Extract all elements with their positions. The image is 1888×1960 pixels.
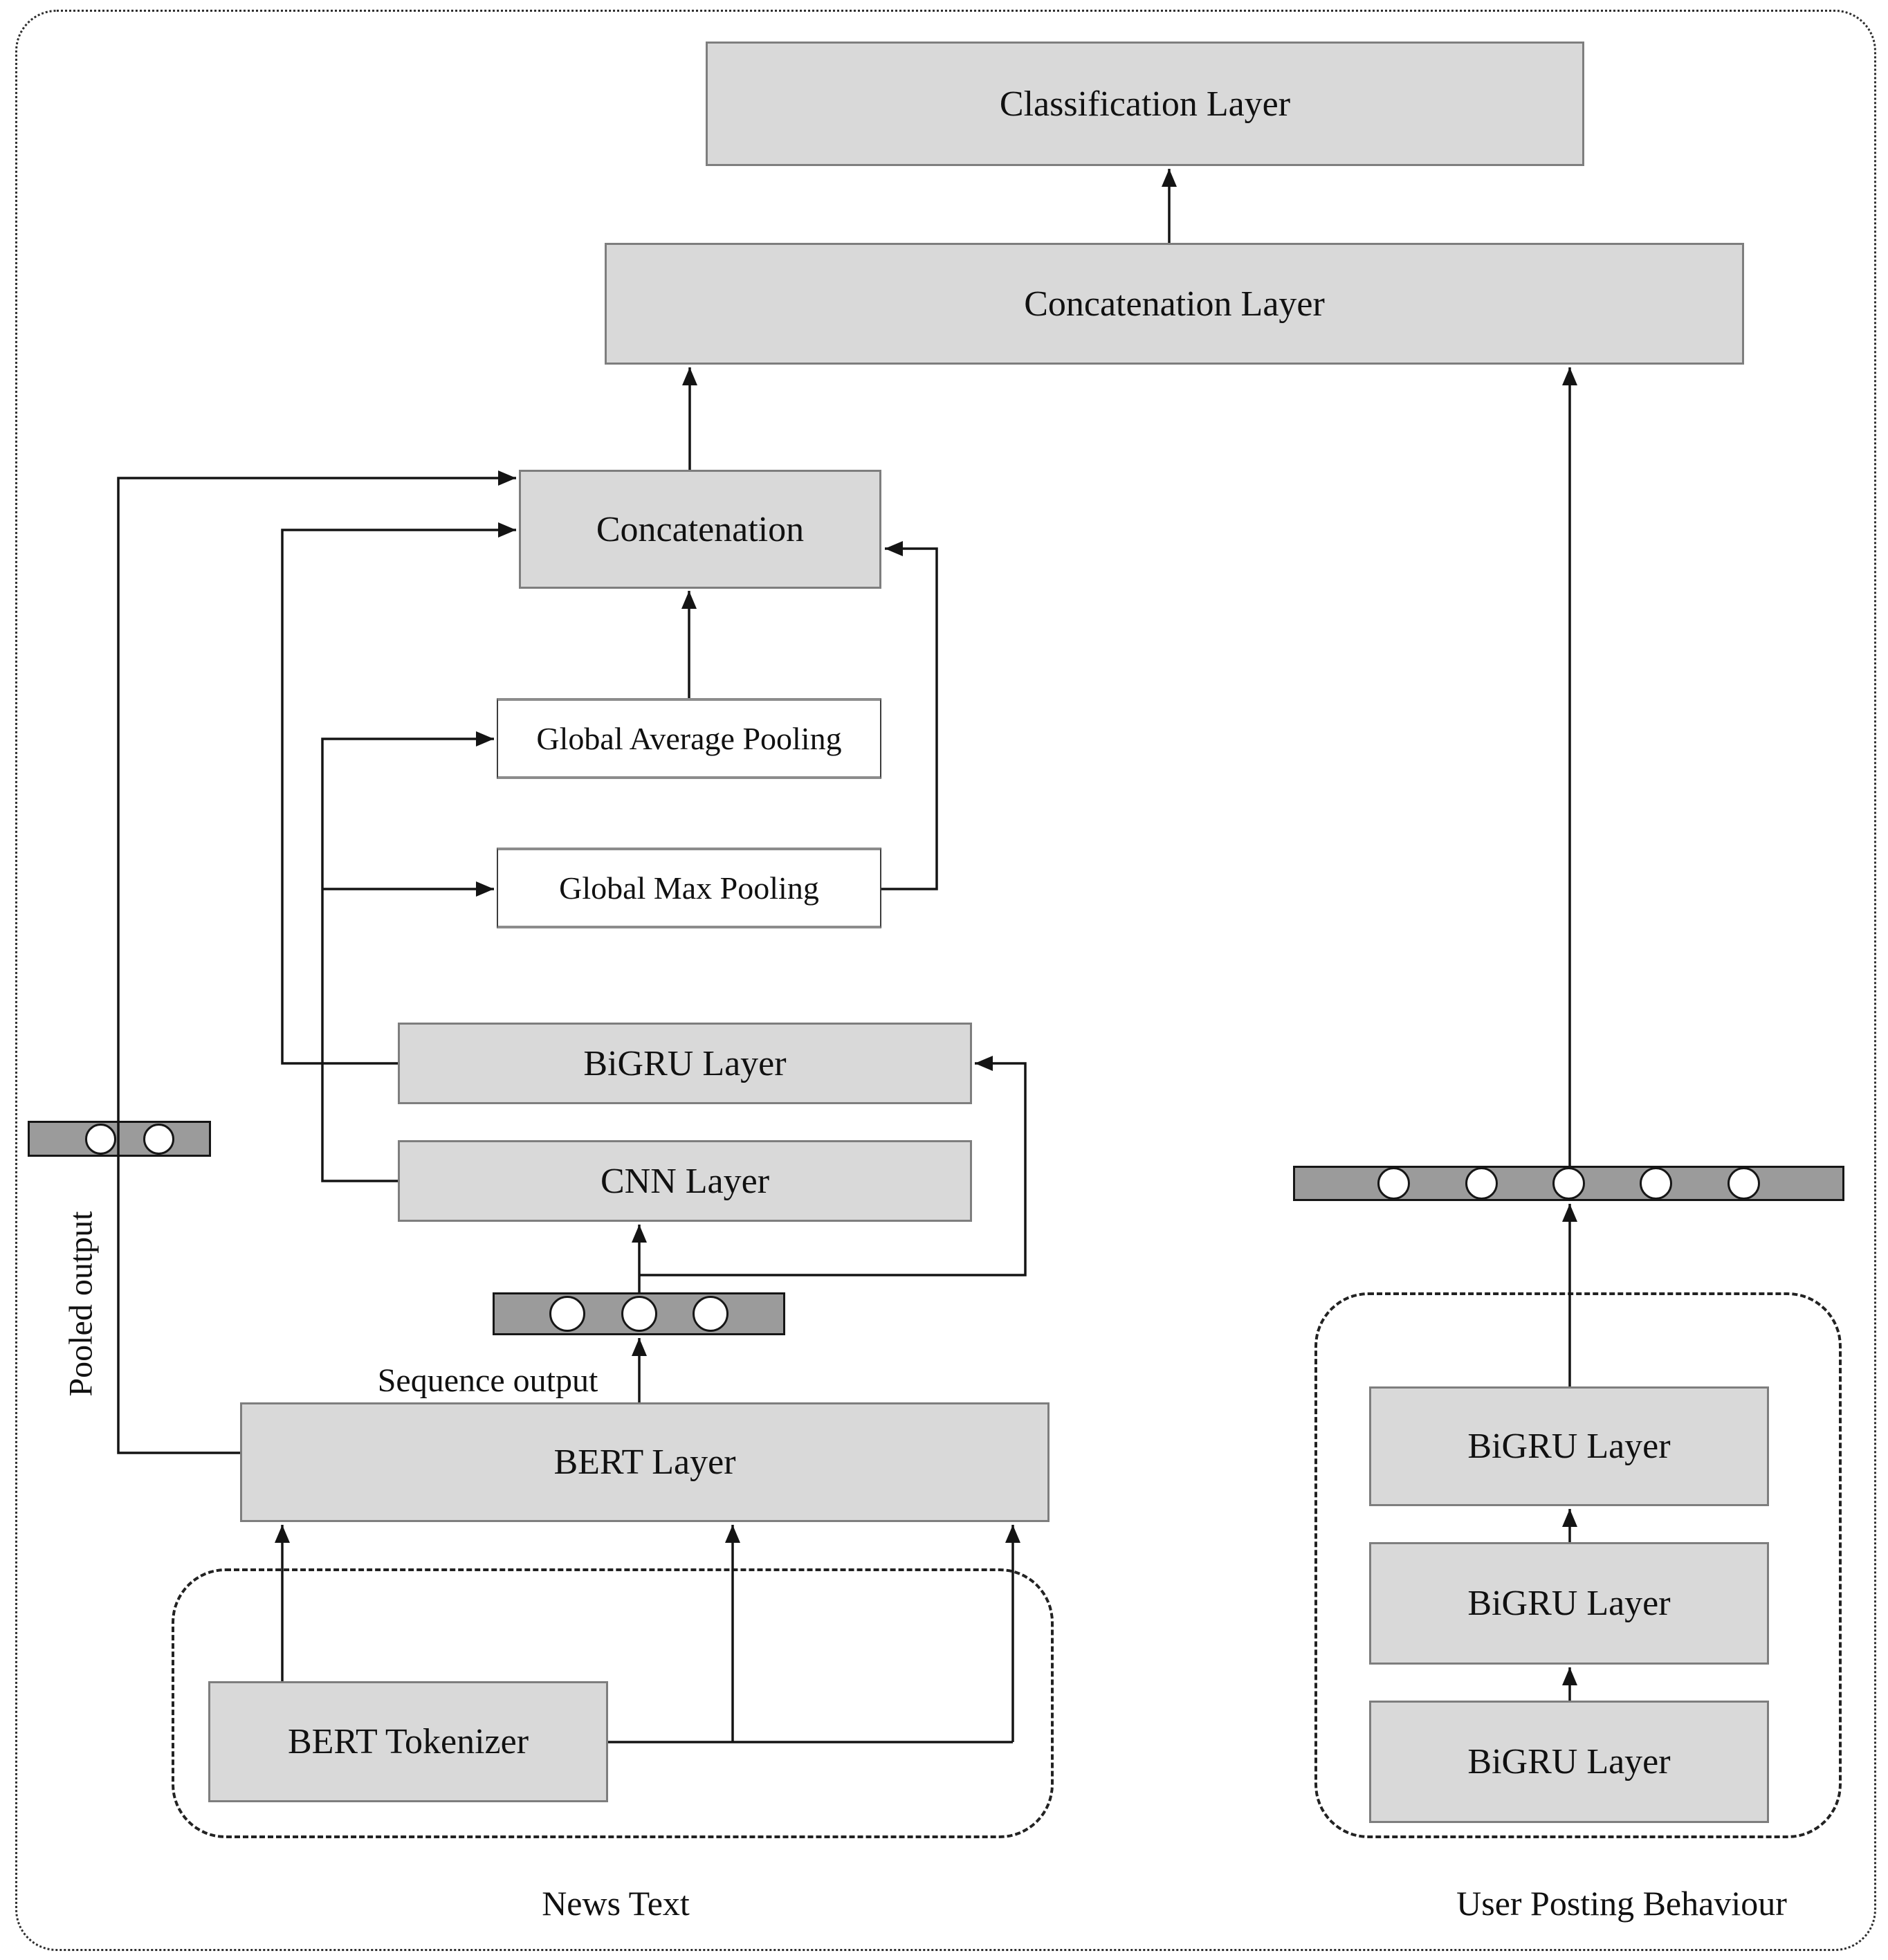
pooled-output-annotation: Pooled output — [62, 1211, 100, 1397]
sequence-output-annotation: Sequence output — [377, 1362, 598, 1399]
cnn-layer-label: CNN Layer — [600, 1161, 770, 1201]
neuron-circle — [621, 1296, 657, 1332]
user-posting-group — [1314, 1292, 1842, 1838]
pooled-output-embedding-bar — [28, 1121, 211, 1157]
user-bigru-layer-1-box: BiGRU Layer — [1369, 1386, 1769, 1506]
user-behaviour-embedding-bar — [1293, 1166, 1844, 1201]
news-text-group-label: News Text — [542, 1884, 690, 1923]
neuron-circle — [1727, 1167, 1760, 1200]
neuron-circle — [84, 1123, 116, 1155]
concatenation-label: Concatenation — [596, 509, 805, 549]
user-bigru-layer-3-box: BiGRU Layer — [1369, 1701, 1769, 1823]
bert-tokenizer-label: BERT Tokenizer — [287, 1722, 529, 1761]
user-bigru-layer-2-box: BiGRU Layer — [1369, 1542, 1769, 1665]
concatenation-layer-label: Concatenation Layer — [1024, 284, 1325, 324]
neuron-circle — [1640, 1167, 1673, 1200]
news-text-input-group — [172, 1568, 1054, 1838]
global-average-pooling-label: Global Average Pooling — [536, 721, 842, 756]
diagram-outer-border — [15, 10, 1876, 1951]
global-max-pooling-label: Global Max Pooling — [559, 870, 819, 906]
concatenation-box: Concatenation — [519, 470, 881, 589]
sequence-output-embedding-bar — [493, 1292, 785, 1335]
bert-tokenizer-box: BERT Tokenizer — [208, 1681, 608, 1802]
neuron-circle — [692, 1296, 728, 1332]
user-bigru-layer-3-label: BiGRU Layer — [1467, 1742, 1671, 1782]
neuron-circle — [549, 1296, 586, 1332]
classification-layer-box: Classification Layer — [706, 42, 1584, 166]
user-posting-behaviour-group-label: User Posting Behaviour — [1456, 1884, 1787, 1923]
bigru-layer-text-box: BiGRU Layer — [398, 1023, 972, 1104]
classification-layer-label: Classification Layer — [999, 84, 1291, 124]
user-bigru-layer-2-label: BiGRU Layer — [1467, 1584, 1671, 1623]
bert-layer-box: BERT Layer — [240, 1402, 1050, 1522]
cnn-layer-box: CNN Layer — [398, 1140, 972, 1222]
bert-layer-label: BERT Layer — [553, 1442, 736, 1482]
neuron-circle — [143, 1123, 175, 1155]
bigru-layer-text-label: BiGRU Layer — [583, 1043, 787, 1083]
user-bigru-layer-1-label: BiGRU Layer — [1467, 1427, 1671, 1466]
neuron-circle — [1552, 1167, 1585, 1200]
neuron-circle — [1465, 1167, 1498, 1200]
global-max-pooling-box: Global Max Pooling — [497, 848, 881, 928]
global-average-pooling-box: Global Average Pooling — [497, 698, 881, 779]
concatenation-layer-box: Concatenation Layer — [605, 243, 1744, 365]
neuron-circle — [1377, 1167, 1411, 1200]
